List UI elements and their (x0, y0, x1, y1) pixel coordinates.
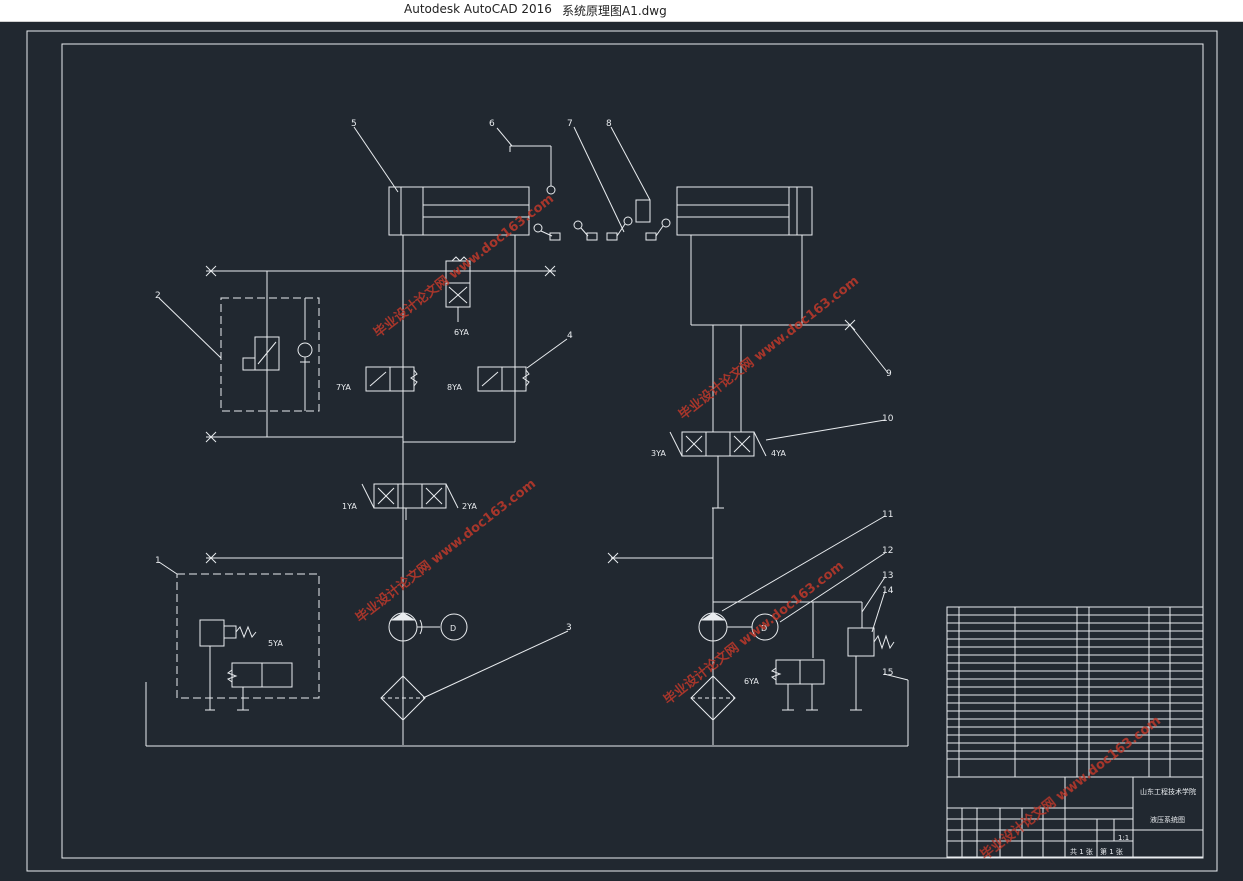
callout-labels: 5 6 7 8 2 4 1 3 9 10 11 12 13 14 15 (155, 119, 894, 678)
callout-1: 1 (155, 556, 161, 566)
drawing-name: 液压系统图 (1150, 815, 1185, 824)
callout-5: 5 (351, 119, 357, 129)
window-title-bar: Autodesk AutoCAD 2016 系统原理图A1.dwg (0, 0, 1243, 22)
solenoid-2ya: 2YA (462, 502, 477, 511)
solenoid-6ya-top: 6YA (454, 328, 469, 337)
left-circuit (145, 145, 909, 747)
motor-label-left: D (450, 624, 456, 633)
callout-8: 8 (606, 119, 612, 129)
filter-left (380, 675, 426, 721)
motor-right (751, 613, 779, 641)
callout-11: 11 (882, 510, 893, 520)
app-title: Autodesk AutoCAD 2016 (404, 2, 552, 16)
leader-lines (158, 126, 909, 699)
callout-2: 2 (155, 291, 161, 301)
motor-left (440, 613, 468, 641)
title-block-text: 山东工程技术学院 液压系统图 1:1 共 1 张 第 1 张 (1070, 787, 1196, 856)
solenoid-7ya: 7YA (336, 383, 351, 392)
callout-13: 13 (882, 571, 893, 581)
solenoid-labels: 1YA 2YA 7YA 8YA 6YA 5YA 6YA 3YA 4YA D D (268, 328, 786, 686)
solenoid-8ya: 8YA (447, 383, 462, 392)
sheet-count: 共 1 张 (1070, 847, 1093, 856)
cylinder-5 (388, 186, 530, 236)
drawing-canvas[interactable]: 5 6 7 8 2 4 1 3 9 10 11 12 13 14 15 1YA … (0, 22, 1243, 877)
callout-3: 3 (566, 623, 572, 633)
title-block (946, 606, 1204, 858)
callout-10: 10 (882, 414, 894, 424)
solenoid-3ya: 3YA (651, 449, 666, 458)
cylinder-right (676, 186, 813, 236)
callout-15: 15 (882, 668, 893, 678)
solenoid-1ya: 1YA (342, 502, 357, 511)
callout-7: 7 (567, 119, 573, 129)
relief-valve-1 (176, 573, 320, 699)
filter-right (690, 675, 736, 721)
sheet-number: 第 1 张 (1100, 847, 1123, 856)
solenoid-4ya: 4YA (771, 449, 786, 458)
school-name: 山东工程技术学院 (1140, 787, 1196, 796)
callout-14: 14 (882, 586, 894, 596)
callout-12: 12 (882, 546, 893, 556)
file-title: 系统原理图A1.dwg (562, 4, 667, 18)
right-circuit (607, 186, 895, 745)
callout-6: 6 (489, 119, 495, 129)
solenoid-5ya: 5YA (268, 639, 283, 648)
flow-valve-2 (220, 297, 320, 412)
motor-label-right: D (761, 624, 767, 633)
inner-border (61, 43, 1204, 859)
callout-4: 4 (567, 331, 573, 341)
callout-9: 9 (886, 369, 892, 379)
scale-value: 1:1 (1118, 834, 1129, 842)
outer-border (26, 30, 1218, 872)
solenoid-6ya-bottom: 6YA (744, 677, 759, 686)
